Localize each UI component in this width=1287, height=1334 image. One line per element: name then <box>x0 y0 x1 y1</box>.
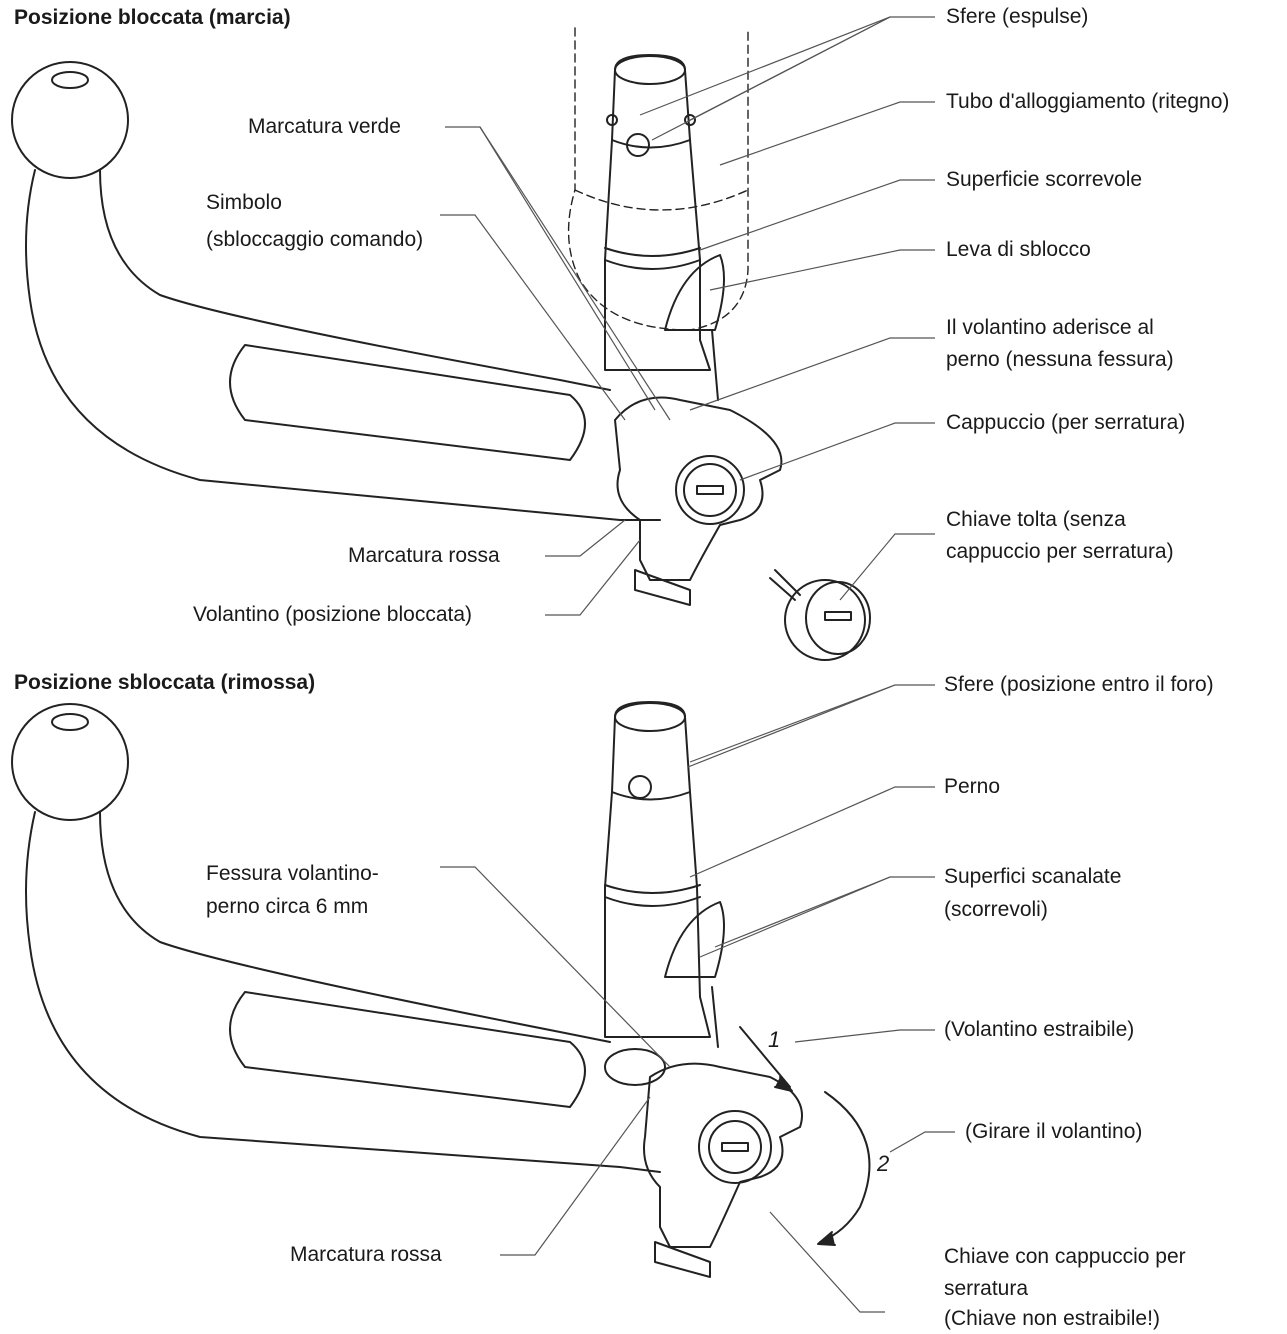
release-lever <box>664 901 725 978</box>
label-chiave-tolta-line2: cappuccio per serratura) <box>946 540 1174 563</box>
towbar-locked-drawing <box>11 16 935 661</box>
housing-tube-outline <box>567 27 749 331</box>
label-simbolo-line1: Simbolo <box>206 191 282 214</box>
panel-title-unlocked: Posizione sbloccata (rimossa) <box>14 671 316 694</box>
label-chiave-line2: serratura <box>944 1277 1029 1300</box>
panel-title-locked: Posizione bloccata (marcia) <box>14 6 291 29</box>
towbar-unlocked-drawing <box>11 684 955 1313</box>
step-number-2: 2 <box>877 1151 890 1176</box>
ball-hole <box>626 133 650 157</box>
step-number-1: 1 <box>768 1027 781 1052</box>
label-chiave-line3: (Chiave non estraibile!) <box>944 1307 1160 1330</box>
label-superficie-scorrevole: Superficie scorrevole <box>946 168 1143 191</box>
release-lever <box>664 254 725 331</box>
label-volantino-aderisce-line1: Il volantino aderisce al <box>946 316 1154 339</box>
label-chiave-line1: Chiave con cappuccio per <box>944 1245 1186 1268</box>
ball-hole <box>628 775 652 799</box>
handwheel <box>643 1062 803 1248</box>
label-superfici-line2: (scorrevoli) <box>944 898 1048 921</box>
label-volantino-aderisce-line2: perno (nessuna fessura) <box>946 348 1174 371</box>
arm-slot <box>229 344 586 461</box>
label-volantino-bloccata: Volantino (posizione bloccata) <box>193 603 473 626</box>
label-tubo-alloggiamento: Tubo d'alloggiamento (ritegno) <box>946 90 1230 113</box>
arm-slot <box>229 991 586 1108</box>
arrow-rotate <box>819 1091 871 1243</box>
label-girare-volantino: (Girare il volantino) <box>965 1120 1143 1143</box>
handwheel <box>614 396 783 581</box>
towbar-arm-outer <box>25 811 661 1173</box>
arrow-pull-out <box>739 1026 791 1088</box>
label-leva-sblocco: Leva di sblocco <box>946 238 1091 261</box>
label-perno: Perno <box>944 775 1001 798</box>
lock-cap-with-key <box>698 1110 772 1184</box>
label-sfere-espulse: Sfere (espulse) <box>946 5 1089 28</box>
label-cappuccio: Cappuccio (per serratura) <box>946 411 1186 434</box>
leader-lines-bottom <box>440 684 955 1313</box>
pin-outline <box>604 701 711 1038</box>
lock-cap <box>675 455 745 525</box>
pin-outline <box>604 54 711 371</box>
label-sfere-foro: Sfere (posizione entro il foro) <box>944 673 1214 696</box>
panel-unlocked-position: Posizione sbloccata (rimossa) <box>0 667 1287 1334</box>
removed-key-cap <box>784 579 866 661</box>
label-marcatura-verde: Marcatura verde <box>248 115 401 138</box>
label-marcatura-rossa-top: Marcatura rossa <box>348 544 500 567</box>
label-marcatura-rossa-bottom: Marcatura rossa <box>290 1243 442 1266</box>
label-fessura-line1: Fessura volantino- <box>206 862 379 885</box>
tow-ball <box>11 61 129 179</box>
towbar-arm-outer <box>25 169 661 521</box>
label-chiave-tolta-line1: Chiave tolta (senza <box>946 508 1126 531</box>
label-volantino-estraibile: (Volantino estraibile) <box>944 1018 1135 1041</box>
panel-locked-position: Posizione bloccata (marcia) <box>11 5 1230 661</box>
label-simbolo-line2: (sbloccaggio comando) <box>206 228 424 251</box>
tow-ball <box>11 703 129 821</box>
label-fessura-line2: perno circa 6 mm <box>206 895 369 918</box>
label-superfici-line1: Superfici scanalate <box>944 865 1122 888</box>
leader-lines-top <box>440 16 935 616</box>
